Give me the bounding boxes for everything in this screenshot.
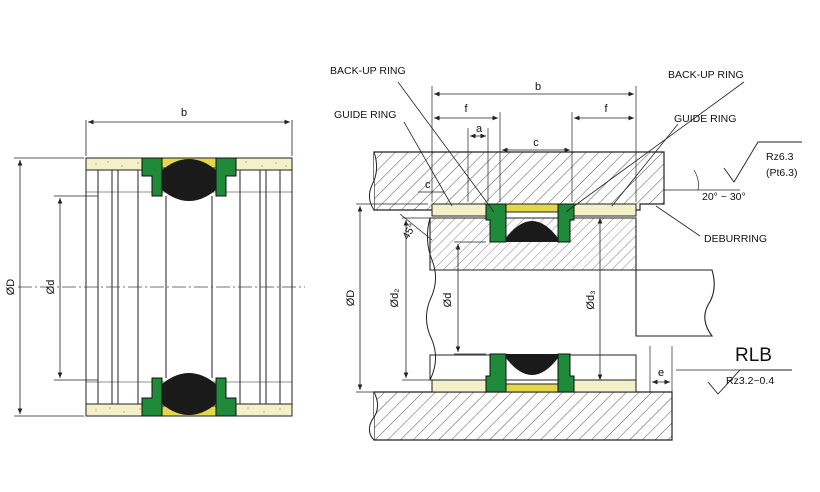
right-dim-d2: Ød₂ (389, 289, 401, 308)
right-dim-c: c (533, 137, 539, 149)
left-view: b ØD Ød (5, 107, 305, 417)
angle-45-label: 45° (400, 222, 418, 242)
right-dim-D: ØD (345, 290, 357, 307)
right-guide-ring-bottom-left (431, 379, 487, 393)
right-dim-a: a (476, 123, 483, 135)
left-oring-bottom (162, 373, 216, 415)
roughness-bottom: Rz3.2~0.4 (726, 375, 774, 387)
right-dim-f-right: f (604, 103, 608, 115)
right-guide-ring-bottom-right (573, 379, 637, 393)
left-dim-b: b (181, 107, 187, 119)
roughness-top-1: Rz6.3 (766, 151, 794, 163)
label-guide-ring-left: GUIDE RING (334, 109, 396, 121)
right-seal-cap-top (505, 203, 559, 213)
right-backup-ring-top-left (485, 203, 507, 243)
right-guide-ring-top-right (573, 203, 637, 217)
roughness-top-2: (Pt6.3) (766, 167, 798, 179)
cylinder-housing-bottom (373, 391, 673, 441)
right-dim-c-small: c (425, 179, 431, 191)
right-dim-f-left: f (464, 103, 468, 115)
right-oring-bottom (506, 354, 558, 375)
right-dim-d3: Ød₃ (585, 290, 597, 309)
left-backup-ring-bottom-right (215, 377, 237, 417)
piston-rod (635, 269, 715, 337)
right-seal-cap-bottom (505, 383, 559, 393)
left-dim-d: Ød (45, 280, 57, 295)
model-label: RLB (735, 345, 772, 366)
label-deburring: DEBURRING (704, 233, 767, 245)
left-dim-D: ØD (5, 279, 17, 296)
left-backup-ring-top-right (215, 157, 237, 197)
right-dim-b: b (535, 81, 541, 93)
cylinder-housing-top (373, 151, 665, 211)
angle-range-label: 20° ~ 30° (702, 191, 746, 203)
left-guide-texture (95, 161, 287, 413)
label-guide-ring-right: GUIDE RING (674, 113, 736, 125)
label-backup-ring-right: BACK-UP RING (668, 69, 744, 81)
label-backup-ring-left: BACK-UP RING (330, 65, 406, 77)
right-dim-e: e (658, 367, 664, 379)
right-dim-d: Ød (442, 293, 454, 308)
right-guide-ring-top-left (431, 203, 487, 217)
right-backup-ring-bottom-left (485, 353, 507, 393)
right-oring-top (506, 221, 558, 242)
left-backup-ring-top-left (141, 157, 163, 197)
left-backup-ring-bottom-left (141, 377, 163, 417)
right-view: 45° ØD Ød₂ Ød Ød₃ b f f a (330, 65, 802, 441)
left-oring-top (162, 159, 216, 201)
